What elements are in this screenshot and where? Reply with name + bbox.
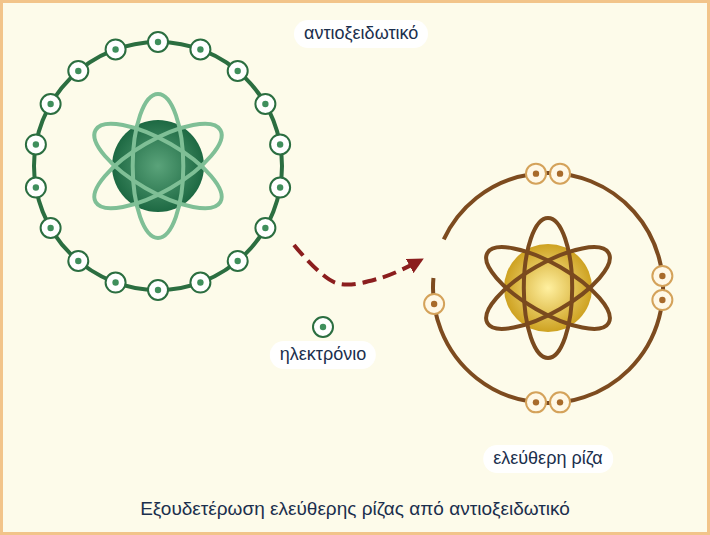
atom-shape xyxy=(22,30,294,302)
electron xyxy=(26,134,46,154)
nucleus xyxy=(112,120,204,212)
electron-shell xyxy=(433,173,663,403)
electron-core xyxy=(197,46,203,52)
orbit xyxy=(83,108,233,224)
electron-core xyxy=(262,101,268,107)
orbit xyxy=(524,218,572,358)
electron-core xyxy=(155,39,161,45)
electron-core xyxy=(112,279,118,285)
electron-core xyxy=(557,399,563,405)
node-label: αντιοξειδωτικό xyxy=(294,20,428,48)
electron-core xyxy=(533,399,539,405)
antioxidant-atom: αντιοξειδωτικό xyxy=(22,30,294,302)
electron-core xyxy=(320,324,326,330)
electron-core xyxy=(155,287,161,293)
electron-core xyxy=(75,68,81,74)
electron xyxy=(228,251,248,271)
electron xyxy=(550,392,570,412)
free-radical-atom: ελεύθερη ρίζα xyxy=(421,161,675,415)
electron xyxy=(148,280,168,300)
node-label: ηλεκτρόνιο xyxy=(270,341,376,369)
electron xyxy=(148,32,168,52)
electron-core xyxy=(235,68,241,74)
orbit xyxy=(475,232,620,344)
electron xyxy=(106,39,126,59)
electron xyxy=(190,273,210,293)
electron xyxy=(652,266,672,286)
electron-core xyxy=(262,225,268,231)
electron xyxy=(526,392,546,412)
electron xyxy=(190,39,210,59)
electron-core xyxy=(659,297,665,303)
electron xyxy=(255,218,275,238)
electron xyxy=(255,94,275,114)
electron-core xyxy=(197,279,203,285)
electron xyxy=(270,178,290,198)
electron xyxy=(228,61,248,81)
electron xyxy=(526,164,546,184)
electron xyxy=(68,251,88,271)
nucleus xyxy=(504,244,592,332)
caption: Εξουδετέρωση ελεύθερης ρίζας από αντιοξε… xyxy=(0,498,710,520)
electron xyxy=(106,273,126,293)
free-electron: ηλεκτρόνιο xyxy=(313,317,333,337)
electron-core xyxy=(277,184,283,190)
electron-core xyxy=(33,184,39,190)
electron xyxy=(313,317,333,337)
electron xyxy=(550,164,570,184)
atom-shape xyxy=(421,161,675,415)
electron-core xyxy=(75,258,81,264)
electron-core xyxy=(47,225,53,231)
orbit xyxy=(133,94,184,238)
electron xyxy=(41,218,61,238)
electron-shell xyxy=(34,42,282,290)
electron xyxy=(41,94,61,114)
atom-shape xyxy=(313,317,333,337)
electron-core xyxy=(659,273,665,279)
electron-core xyxy=(533,170,539,176)
transfer-arrow xyxy=(294,245,421,285)
electron-core xyxy=(47,101,53,107)
electron-core xyxy=(431,301,437,307)
node-label: ελεύθερη ρίζα xyxy=(483,445,613,473)
electron xyxy=(652,290,672,310)
electron-core xyxy=(235,258,241,264)
electron xyxy=(424,294,444,314)
electron-core xyxy=(557,170,563,176)
electron xyxy=(26,178,46,198)
electron-core xyxy=(33,141,39,147)
electron xyxy=(270,134,290,154)
orbit xyxy=(475,232,620,344)
electron-core xyxy=(112,46,118,52)
electron-core xyxy=(277,141,283,147)
electron xyxy=(68,61,88,81)
orbit xyxy=(83,108,233,224)
